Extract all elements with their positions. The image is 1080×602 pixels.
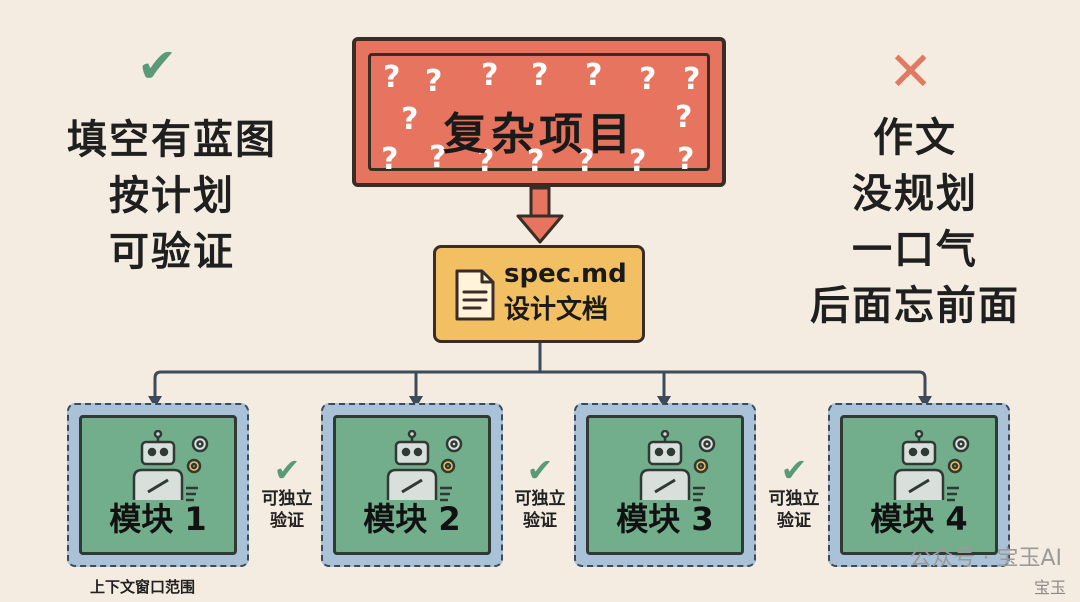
watermark: 公众号 · 宝玉AI	[909, 546, 1062, 571]
left-line-2: 按计划	[109, 173, 235, 219]
question-mark-icon: ?	[383, 60, 401, 95]
spec-doc-box: spec.md 设计文档	[433, 245, 645, 343]
question-mark-icon: ?	[577, 144, 595, 179]
module-label: 模块 2	[363, 500, 461, 538]
right-line-2: 没规划	[852, 171, 978, 217]
question-mark-icon: ?	[481, 58, 499, 93]
check-icon: ✔	[780, 451, 808, 489]
question-mark-icon: ?	[639, 62, 657, 97]
spec-subtitle: 设计文档	[504, 295, 609, 325]
verify-label-2: ✔ 可独立 验证	[505, 452, 575, 532]
module-label: 模块 3	[616, 500, 714, 538]
left-panel: 填空有蓝图 按计划 可验证	[40, 112, 304, 280]
question-mark-icon: ?	[629, 144, 647, 179]
question-mark-icon: ?	[683, 62, 701, 97]
check-icon: ✔	[526, 451, 554, 489]
module-2: 模块 2	[333, 415, 491, 555]
robot-icon	[893, 430, 970, 502]
question-mark-icon: ?	[477, 144, 495, 179]
question-mark-icon: ?	[675, 100, 693, 135]
verify-label-3: ✔ 可独立 验证	[759, 452, 829, 532]
question-mark-icon: ?	[401, 102, 419, 137]
module-context-frame-1: 模块 1	[67, 403, 249, 567]
cross-icon: ✕	[888, 40, 934, 103]
module-context-frame-3: 模块 3	[574, 403, 756, 567]
right-line-3: 一口气	[852, 227, 978, 273]
check-icon: ✔	[137, 38, 178, 94]
question-mark-icon: ?	[531, 58, 549, 93]
module-label: 模块 1	[109, 500, 207, 538]
project-inner-frame: ? ? ? ? ? ? ? ? ? ? ? ? ? ? ? ? 复杂项目	[368, 53, 710, 179]
context-window-note: 上下文窗口范围	[90, 578, 196, 596]
check-icon: ✔	[273, 451, 301, 489]
question-mark-icon: ?	[585, 58, 603, 93]
robot-icon	[639, 430, 716, 502]
right-line-4: 后面忘前面	[810, 283, 1020, 329]
question-mark-icon: ?	[677, 142, 695, 177]
spec-label: spec.md 设计文档	[504, 256, 627, 328]
module-context-frame-2: 模块 2	[321, 403, 503, 567]
right-panel: 作文 没规划 一口气 后面忘前面	[790, 110, 1040, 334]
question-mark-icon: ?	[527, 144, 545, 179]
complex-project-box: ? ? ? ? ? ? ? ? ? ? ? ? ? ? ? ? 复杂项目	[352, 37, 726, 187]
left-line-3: 可验证	[109, 229, 235, 275]
module-context-frame-4: 模块 4	[828, 403, 1010, 567]
verify-label-1: ✔ 可独立 验证	[252, 452, 322, 532]
question-mark-icon: ?	[429, 140, 447, 175]
left-line-1: 填空有蓝图	[67, 117, 277, 163]
question-mark-icon: ?	[425, 64, 443, 99]
spec-filename: spec.md	[504, 259, 627, 289]
robot-icon	[132, 430, 209, 502]
module-4: 模块 4	[840, 415, 998, 555]
module-1: 模块 1	[79, 415, 237, 555]
project-title: 复杂项目	[443, 109, 635, 160]
document-icon	[455, 269, 495, 321]
robot-icon	[386, 430, 463, 502]
question-mark-icon: ?	[381, 142, 399, 177]
module-3: 模块 3	[586, 415, 744, 555]
module-label: 模块 4	[870, 500, 968, 538]
right-line-1: 作文	[873, 115, 957, 161]
watermark-small: 宝玉	[1033, 578, 1066, 597]
